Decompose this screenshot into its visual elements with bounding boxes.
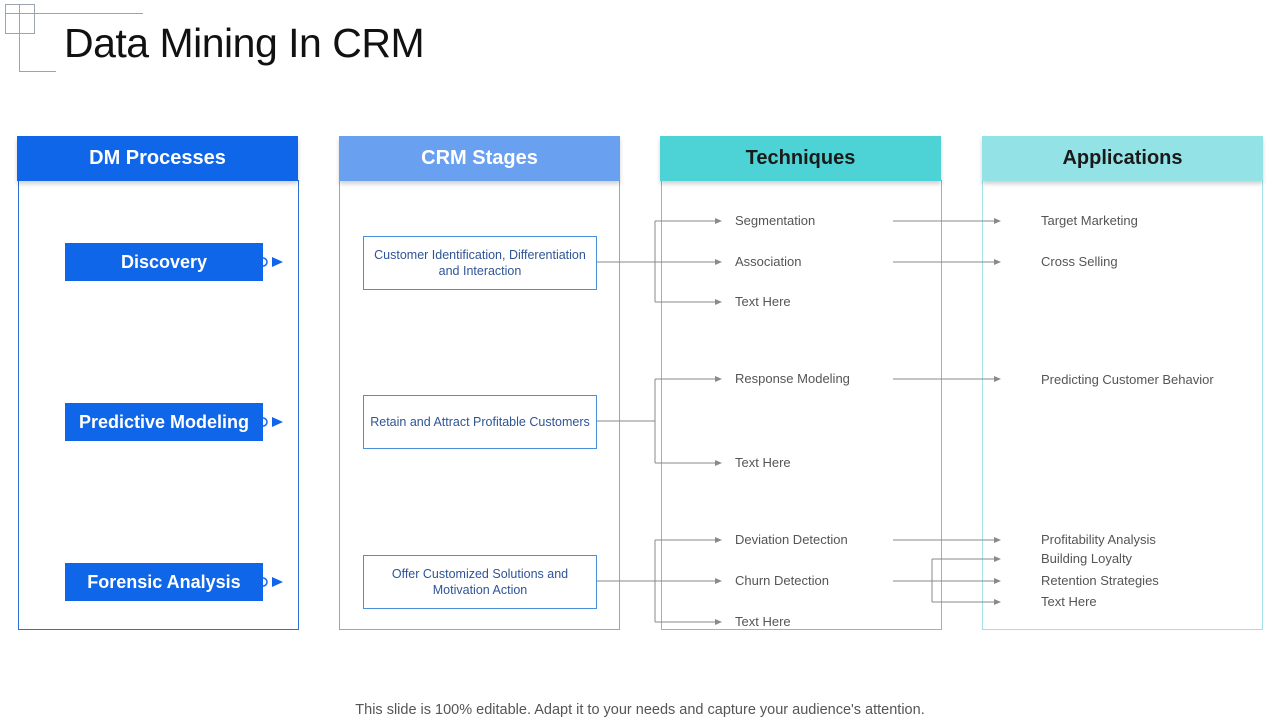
technique-response-modeling: Response Modeling [735,371,850,386]
application-predicting-behavior: Predicting Customer Behavior [1041,372,1214,387]
crm-stage-label: Retain and Attract Profitable Customers [370,415,590,429]
dm-connector-1 [258,257,333,267]
applications-panel [982,180,1263,630]
application-building-loyalty: Building Loyalty [1041,551,1133,566]
application-cross-selling: Cross Selling [1041,254,1118,269]
crm-stage-identification: Customer Identification, Differentiation… [363,236,597,290]
technique-text-here-3: Text Here [735,614,791,629]
crm-stage-label: Offer Customized Solutions and Motivatio… [391,567,569,597]
technique-deviation-detection: Deviation Detection [735,532,848,547]
technique-association: Association [735,254,802,269]
page-title: Data Mining In CRM [64,20,425,66]
application-target-marketing: Target Marketing [1041,213,1138,228]
crm-stages-panel [339,180,620,630]
application-retention-strategies: Retention Strategies [1041,573,1159,588]
connector-triangle [272,417,283,427]
crm-stages-header: CRM Stages [339,136,620,181]
connector-triangle [272,257,283,267]
dm-process-forensic-analysis: Forensic Analysis [65,563,263,601]
dm-processes-panel [18,180,299,630]
dm-connector-3 [258,577,333,587]
techniques-panel [661,180,942,630]
applications-header: Applications [982,136,1263,181]
application-profitability-analysis: Profitability Analysis [1041,532,1156,547]
corner-decoration-bracket [19,4,56,72]
crm-stage-label: Customer Identification, Differentiation… [374,248,586,278]
dm-connector-2 [258,417,333,427]
dm-process-predictive-modeling: Predictive Modeling [65,403,263,441]
technique-churn-detection: Churn Detection [735,573,829,588]
connector-triangle [272,577,283,587]
technique-text-here-1: Text Here [735,294,791,309]
dm-process-discovery: Discovery [65,243,263,281]
crm-stage-retain: Retain and Attract Profitable Customers [363,395,597,449]
techniques-header: Techniques [660,136,941,181]
application-text-here: Text Here [1041,594,1097,609]
crm-stage-customized-solutions: Offer Customized Solutions and Motivatio… [363,555,597,609]
footer-note: This slide is 100% editable. Adapt it to… [355,702,925,718]
corner-decoration-top [5,4,35,34]
technique-segmentation: Segmentation [735,213,816,228]
dm-processes-header: DM Processes [17,136,298,181]
technique-text-here-2: Text Here [735,455,791,470]
corner-decoration-line [5,13,143,14]
